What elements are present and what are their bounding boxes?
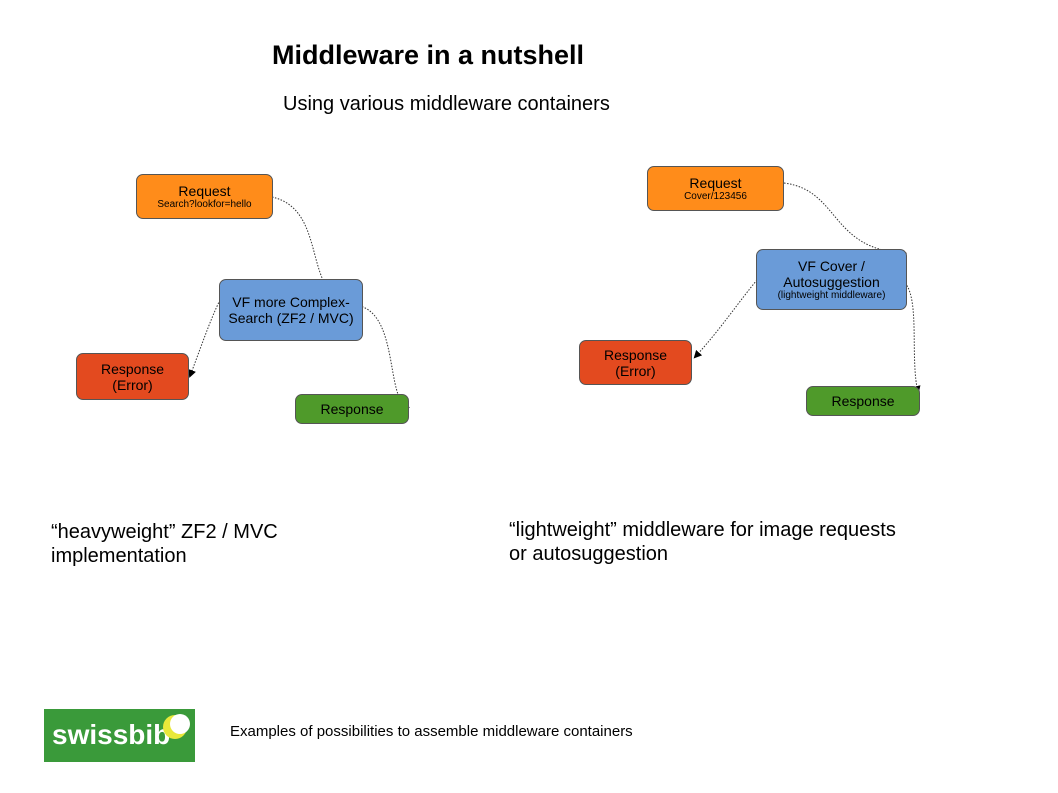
right-middleware-to-error-line xyxy=(693,279,758,359)
left-middleware-to-error-line xyxy=(188,299,221,378)
right-request-label: Request xyxy=(689,174,742,191)
left-request-sub: Search?lookfor=hello xyxy=(157,198,252,210)
right-middleware-to-response-line xyxy=(904,282,921,394)
right-request-node: Request Cover/123456 xyxy=(647,166,784,211)
right-middleware-label: VF Cover / Autosuggestion xyxy=(783,257,880,290)
right-request-sub: Cover/123456 xyxy=(684,190,747,202)
logo-text: swissbib xyxy=(52,719,171,750)
left-response-node: Response xyxy=(295,394,409,424)
left-error-node: Response (Error) xyxy=(76,353,189,400)
right-middleware-sub: (lightweight middleware) xyxy=(777,289,886,301)
logo-circle-icon xyxy=(163,714,190,739)
left-caption: “heavyweight” ZF2 / MVC implementation xyxy=(51,521,278,567)
right-error-label: Response (Error) xyxy=(603,346,668,379)
slide-title: Middleware in a nutshell xyxy=(272,40,585,70)
left-request-label: Request xyxy=(178,182,231,199)
slide-subtitle: Using various middleware containers xyxy=(283,93,610,115)
swissbib-logo: swissbib xyxy=(44,709,195,762)
right-error-node: Response (Error) xyxy=(579,340,692,385)
right-response-label: Response xyxy=(831,393,895,409)
left-request-to-response-line xyxy=(271,196,410,410)
left-middleware-label: VF more Complex-Search (ZF2 / MVC) xyxy=(228,294,354,326)
left-response-label: Response xyxy=(320,401,384,417)
left-error-label: Response (Error) xyxy=(100,360,165,393)
right-request-to-middleware-line xyxy=(783,182,907,257)
left-request-node: Request Search?lookfor=hello xyxy=(136,174,273,219)
left-middleware-node: VF more Complex-Search (ZF2 / MVC) xyxy=(219,279,363,341)
right-response-node: Response xyxy=(806,386,920,416)
right-middleware-node: VF Cover / Autosuggestion (lightweight m… xyxy=(756,249,907,310)
right-caption: “lightweight” middleware for image reque… xyxy=(509,519,896,565)
footer-note: Examples of possibilities to assemble mi… xyxy=(230,723,633,740)
